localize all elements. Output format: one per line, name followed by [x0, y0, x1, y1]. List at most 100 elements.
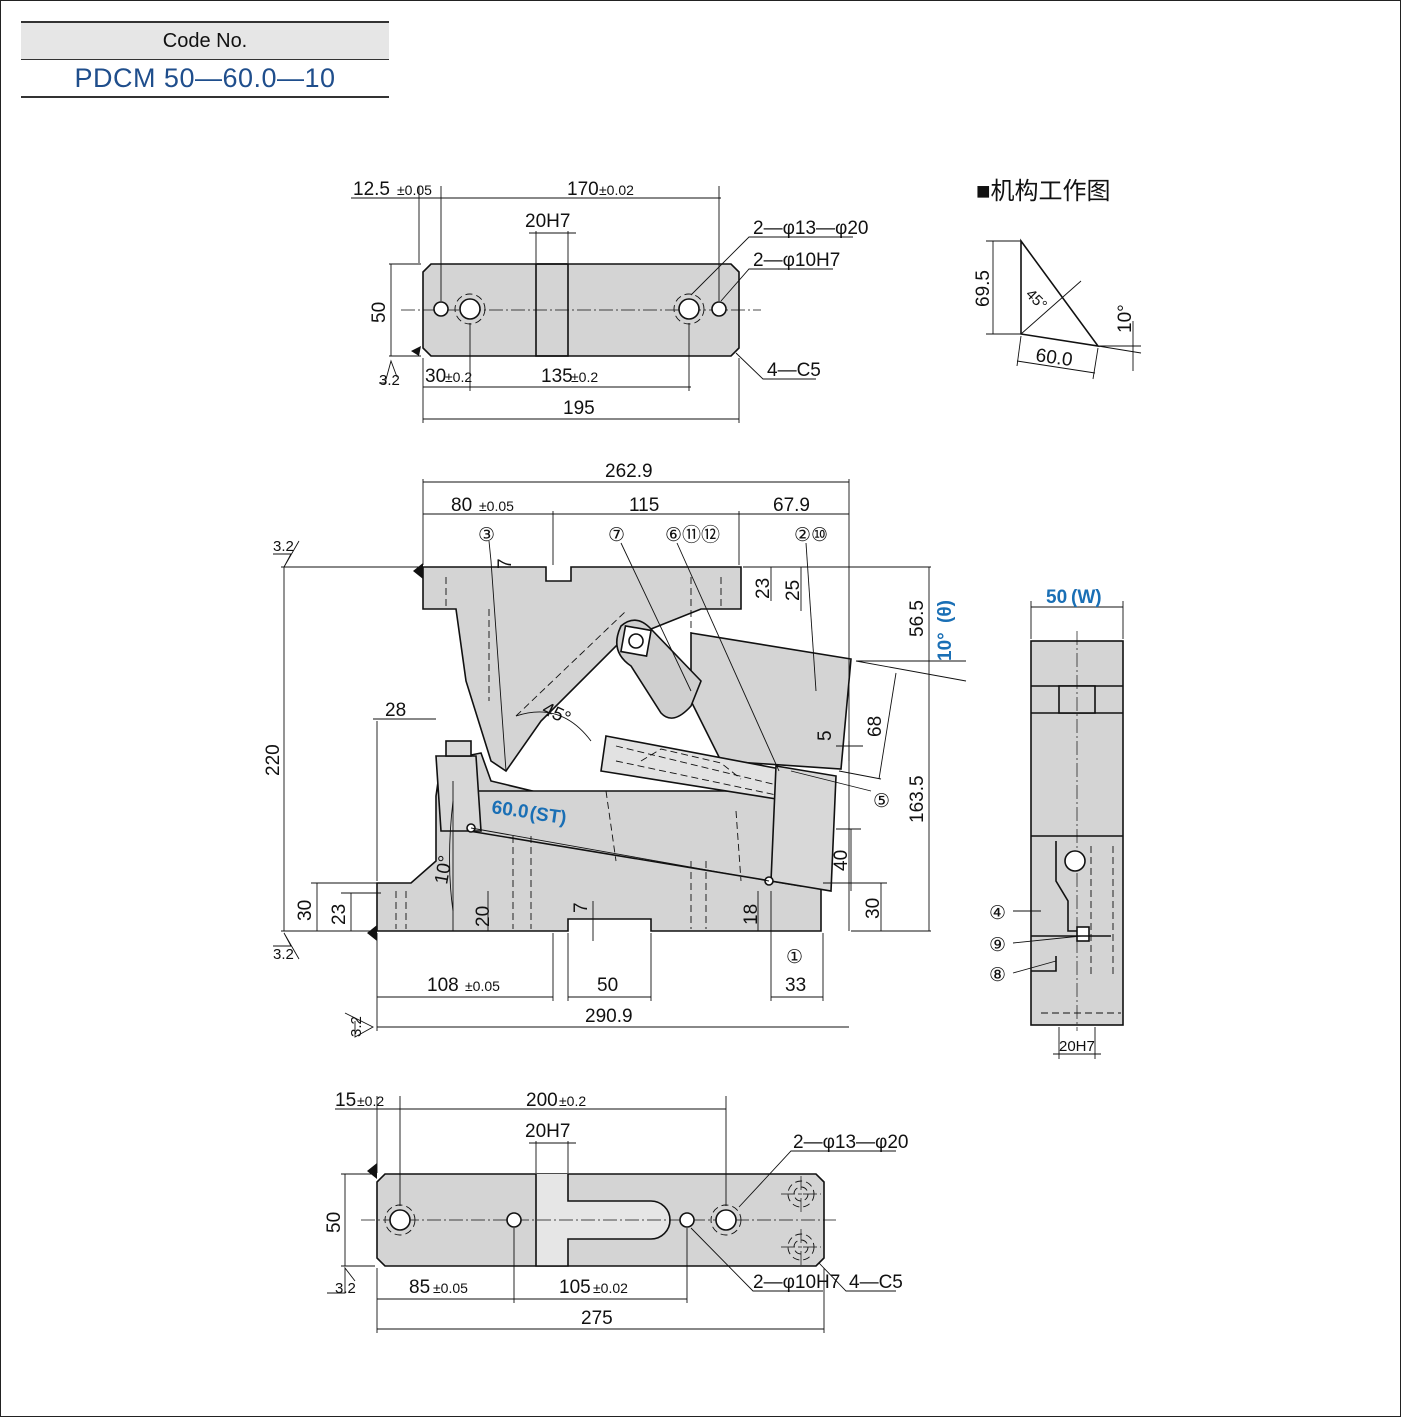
- top-pin-hole-right: [711, 301, 727, 317]
- front-dim-80-tol: ±0.05: [479, 498, 514, 514]
- front-view: 262.9 80 ±0.05 115 67.9 ③ ⑦ ⑥⑪⑫ ②⑩ 3.2 3…: [263, 461, 967, 1038]
- front-dim-108: 108: [427, 975, 459, 996]
- top-view: 12.5 ±0.05 170 ±0.02 20H7 2—φ13—φ20 2—φ1…: [351, 179, 868, 423]
- front-balloon-2-10: ②⑩: [794, 525, 828, 546]
- bottom-dim-85: 85: [409, 1277, 430, 1298]
- side-balloon-9: ⑨: [989, 935, 1006, 956]
- front-balloon-7: ⑦: [608, 525, 625, 546]
- bottom-bolt-hole-left: [389, 1209, 411, 1231]
- front-stroke-symbol: (ST): [528, 803, 568, 829]
- bottom-pin-hole-right: [679, 1212, 695, 1228]
- front-dim-23-left: 23: [329, 904, 350, 925]
- top-dim-135: 135: [541, 366, 573, 387]
- front-dim-68: 68: [865, 716, 886, 737]
- side-fit-20h7: 20H7: [1059, 1038, 1095, 1055]
- bottom-dim-200: 200: [526, 1090, 558, 1111]
- front-balloon-6-11-12: ⑥⑪⑫: [665, 524, 720, 546]
- front-balloon-1: ①: [786, 947, 803, 968]
- mechanism-angle-10: 10°: [1115, 304, 1136, 333]
- bottom-dim-15-tol: ±0.2: [357, 1093, 384, 1109]
- side-bore: [1064, 850, 1086, 872]
- front-cam-plate: [690, 632, 852, 770]
- mechanism-title: ■机构工作图: [976, 178, 1111, 205]
- bottom-dim-275: 275: [581, 1308, 613, 1329]
- top-pin-hole-left: [433, 301, 449, 317]
- top-holes-big-label: 2—φ13—φ20: [753, 218, 868, 239]
- code-number-table: Code No. PDCM 50—60.0—10: [21, 21, 389, 98]
- top-dim-170-tol: ±0.02: [599, 182, 634, 198]
- front-dim-56-5: 56.5: [907, 600, 928, 637]
- front-roughness-left: 3.2: [348, 1016, 365, 1037]
- front-stopper-left: [435, 755, 482, 832]
- top-dim-12-5-tol: ±0.05: [397, 182, 432, 198]
- bottom-pin-hole-left: [506, 1212, 522, 1228]
- front-dim-290-9: 290.9: [585, 1006, 633, 1027]
- mechanism-stroke-60: 60.0: [1034, 345, 1074, 371]
- front-balloon-3: ③: [478, 525, 495, 546]
- front-dim-7-top: 7: [495, 558, 516, 569]
- mechanism-triangle: [1020, 238, 1100, 348]
- front-dim-25: 25: [783, 580, 804, 601]
- side-balloon-4: ④: [989, 903, 1006, 924]
- bottom-key-slot: [535, 1174, 671, 1267]
- side-balloon-8: ⑧: [989, 965, 1006, 986]
- bottom-dim-200-tol: ±0.2: [559, 1093, 586, 1109]
- top-dim-170: 170: [567, 179, 599, 200]
- top-chamfer-label: 4—C5: [767, 360, 821, 381]
- front-angle-10: 10°: [431, 854, 457, 886]
- top-holes-small-label: 2—φ10H7: [753, 250, 840, 271]
- front-dim-163-5: 163.5: [907, 775, 928, 823]
- bottom-fit-20h7: 20H7: [525, 1121, 570, 1142]
- bottom-dim-105-tol: ±0.02: [593, 1280, 628, 1296]
- mechanism-diagram: ■机构工作图 69.5 45° 10° 60.0: [973, 178, 1142, 380]
- front-dim-7-bottom: 7: [571, 902, 592, 913]
- front-dim-5: 5: [815, 730, 836, 741]
- front-dim-108-tol: ±0.05: [465, 978, 500, 994]
- front-dim-33: 33: [785, 975, 806, 996]
- front-dim-80: 80: [451, 495, 472, 516]
- bottom-dim-50: 50: [324, 1212, 345, 1233]
- front-angle-theta: 10°: [935, 632, 956, 661]
- front-dim-220: 220: [263, 744, 284, 776]
- side-width-symbol: (W): [1071, 587, 1102, 608]
- top-dim-195: 195: [563, 398, 595, 419]
- front-roughness-bottom: 3.2: [273, 946, 294, 963]
- side-view: 50 (W) 20H7 ④ ⑨ ⑧: [989, 587, 1124, 1059]
- code-number-label: Code No.: [21, 21, 389, 60]
- front-dim-67-9: 67.9: [773, 495, 810, 516]
- front-dim-20: 20: [473, 906, 494, 927]
- front-slider-end: [770, 765, 837, 892]
- bottom-view: 15 ±0.2 200 ±0.2 20H7 2—φ13—φ20 50 3.2 8…: [324, 1090, 908, 1333]
- front-dim-115: 115: [629, 495, 659, 516]
- side-width-value: 50: [1046, 587, 1067, 608]
- bottom-roughness: 3.2: [335, 1280, 356, 1297]
- front-dim-262-9: 262.9: [605, 461, 653, 482]
- bottom-dim-85-tol: ±0.05: [433, 1280, 468, 1296]
- front-roughness-top: 3.2: [273, 538, 294, 555]
- front-dim-30-left: 30: [295, 900, 316, 921]
- top-dim-12-5: 12.5: [353, 179, 390, 200]
- front-dim-28: 28: [385, 700, 406, 721]
- bottom-chamfer-label: 4—C5: [849, 1272, 903, 1293]
- bottom-holes-small-label: 2—φ10H7: [753, 1272, 840, 1293]
- front-dim-23: 23: [753, 578, 774, 599]
- top-bolt-hole-right: [678, 298, 700, 320]
- bottom-bolt-hole-right: [715, 1209, 737, 1231]
- top-bolt-hole-left: [459, 298, 481, 320]
- top-dim-50: 50: [369, 302, 390, 323]
- front-dim-30-right: 30: [863, 898, 884, 919]
- bottom-dim-105: 105: [559, 1277, 591, 1298]
- top-dim-30-tol: ±0.2: [445, 369, 472, 385]
- mechanism-dim-69-5: 69.5: [973, 270, 994, 307]
- top-fit-20h7: 20H7: [525, 211, 570, 232]
- code-number-value: PDCM 50—60.0—10: [21, 60, 389, 98]
- top-dim-30: 30: [425, 366, 446, 387]
- bottom-holes-big-label: 2—φ13—φ20: [793, 1132, 908, 1153]
- front-stroke-value: 60.0: [490, 797, 530, 823]
- front-dim-18: 18: [741, 904, 762, 925]
- top-roughness: 3.2: [379, 372, 400, 389]
- front-dim-40: 40: [831, 850, 852, 871]
- bottom-dim-15: 15: [335, 1090, 356, 1111]
